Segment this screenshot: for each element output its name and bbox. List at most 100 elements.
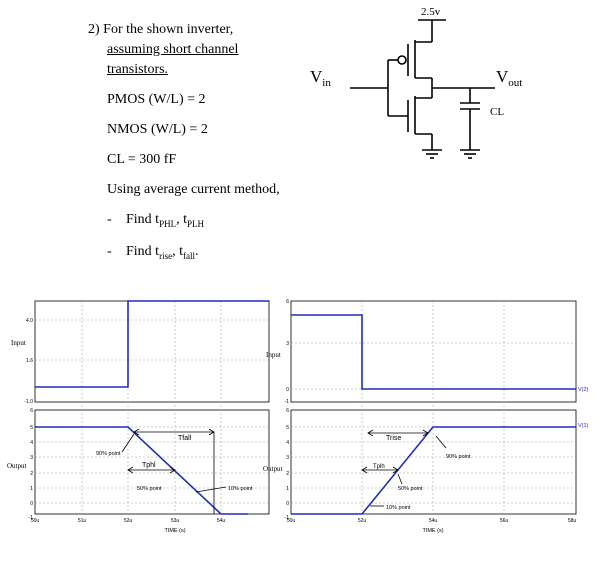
left-x-title: TIME (s) <box>164 528 185 534</box>
task-2-pre: Find t <box>126 244 160 259</box>
cl-spec: CL = 300 fF <box>107 152 177 167</box>
left-out-tick-0: 6 <box>30 408 33 414</box>
left-out-tick-6: 0 <box>30 501 33 507</box>
right-output-ticks: 6 5 4 3 2 1 0 -1 <box>285 408 290 521</box>
right-x-tick-2: 54u <box>429 518 438 524</box>
vout-main: V <box>496 67 509 86</box>
left-input-ticks: 4.0 1.6 -1.0 <box>24 318 33 405</box>
left-out-tick-5: 1 <box>30 486 33 492</box>
task-2-dash: - <box>107 244 112 259</box>
vin-sub: in <box>322 77 331 89</box>
right-x-tick-0: 50u <box>287 518 296 524</box>
tphl-arrow-right-head <box>169 466 176 474</box>
left-input-trace <box>35 300 269 388</box>
right-out-tick-4: 2 <box>286 471 289 477</box>
left-output-frame <box>34 409 270 515</box>
right-in-tick-3: -1 <box>285 399 290 405</box>
right-in-tick-1: 3 <box>286 341 289 347</box>
left-output-label: Output <box>7 462 27 470</box>
right-input-trace <box>291 314 576 390</box>
right-input-ticks: 6 3 0 -1 <box>285 299 290 405</box>
left-in-tick-1: 1.6 <box>26 358 33 364</box>
right-out-tick-5: 1 <box>286 486 289 492</box>
task-1: Find tPHL, tPLH <box>126 212 204 229</box>
right-grid <box>291 301 576 514</box>
vdd-label: 2.5v <box>421 6 441 18</box>
left-out-tick-1: 5 <box>30 425 33 431</box>
task-1-sub-phl: PHL <box>159 218 177 229</box>
problem-line-3: transistors. <box>107 62 169 77</box>
task-2-end: . <box>194 244 199 259</box>
right-input-label: Input <box>266 351 281 359</box>
right-out-tick-0: 6 <box>286 408 289 414</box>
right-ann-50: 50% point <box>398 486 423 492</box>
right-out-tick-6: 0 <box>286 501 289 507</box>
ann-90-right-leader <box>435 435 447 449</box>
nmos-spec: NMOS (W/L) = 2 <box>107 122 208 137</box>
cl-label: CL <box>490 106 504 118</box>
right-ann-10: 10% point <box>386 505 411 511</box>
right-in-tick-0: 6 <box>286 299 289 305</box>
left-input-label: Input <box>11 339 26 347</box>
right-plot: Trise Tplh 90% point 50% point 10% point… <box>263 299 589 534</box>
left-annotations <box>121 428 227 514</box>
left-output-trace <box>35 426 222 515</box>
task-1-dash: - <box>107 212 112 227</box>
right-in-tick-2: 0 <box>286 387 289 393</box>
left-ann-10: 10% point <box>228 486 253 492</box>
left-x-tick-4: 54u <box>217 518 226 524</box>
vout-sub: out <box>508 77 522 89</box>
right-ann-90: 90% point <box>446 454 471 460</box>
vin-main: V <box>310 67 323 86</box>
right-out-tick-3: 3 <box>286 455 289 461</box>
problem-number: 2) <box>88 22 100 37</box>
tplh-arrow-left-head <box>361 466 368 474</box>
right-x-ticks: 50u 52u 54u 56u 58u <box>287 518 577 524</box>
right-ann-tplh: Tplh <box>373 464 385 470</box>
right-out-tick-1: 5 <box>286 425 289 431</box>
pmos-spec: PMOS (W/L) = 2 <box>107 92 206 107</box>
left-x-tick-2: 52u <box>124 518 133 524</box>
ann-10-leader <box>195 486 227 493</box>
method-text: Using average current method, <box>107 182 280 197</box>
task-1-sub-plh: PLH <box>186 218 204 229</box>
tphl-arrow-left-head <box>127 466 134 474</box>
pmos-bubble <box>397 55 407 65</box>
task-1-mid: , t <box>176 212 187 227</box>
problem-line-2: assuming short channel <box>107 42 239 57</box>
left-out-tick-7: -1 <box>29 515 34 521</box>
ann-90-leader <box>121 433 135 453</box>
left-output-ticks: 6 5 4 3 2 1 0 -1 <box>29 408 34 521</box>
right-x-tick-4: 58u <box>568 518 577 524</box>
task-2: Find trise, tfall. <box>126 244 198 261</box>
right-ann-trise: Trise <box>386 435 401 442</box>
right-annotations <box>361 429 447 507</box>
task-1-pre: Find t <box>126 212 160 227</box>
right-out-tick-7: -1 <box>285 515 290 521</box>
problem-line1-text: For the shown inverter, <box>103 22 234 37</box>
left-out-tick-4: 2 <box>30 471 33 477</box>
ann-50-right-leader <box>397 473 403 485</box>
legend-v2: V(2) <box>578 387 589 393</box>
task-2-mid: , t <box>172 244 183 259</box>
tplh-arrow-right-head <box>392 466 399 474</box>
left-x-tick-3: 53u <box>171 518 180 524</box>
right-output-label: Output <box>263 465 283 473</box>
left-ann-50: 50% point <box>137 486 162 492</box>
problem-line-1: 2) For the shown inverter, <box>88 22 233 38</box>
task-2-sub-rise: rise <box>159 250 173 261</box>
left-grid <box>35 301 269 514</box>
inverter-circuit <box>350 19 495 159</box>
left-out-tick-3: 3 <box>30 455 33 461</box>
right-output-frame <box>290 409 577 515</box>
vin-label: Vin <box>310 67 331 89</box>
right-x-title: TIME (s) <box>422 528 443 534</box>
trise-arrow-right-head <box>422 429 429 437</box>
right-x-tick-3: 56u <box>500 518 509 524</box>
right-out-tick-2: 4 <box>286 440 289 446</box>
tfall-arrow-left-head <box>133 428 140 436</box>
left-plot: Tfall Tphl 90% point 50% point 10% point… <box>7 300 270 534</box>
left-ann-90: 90% point <box>96 451 121 457</box>
left-ann-tfall: Tfall <box>178 435 192 442</box>
